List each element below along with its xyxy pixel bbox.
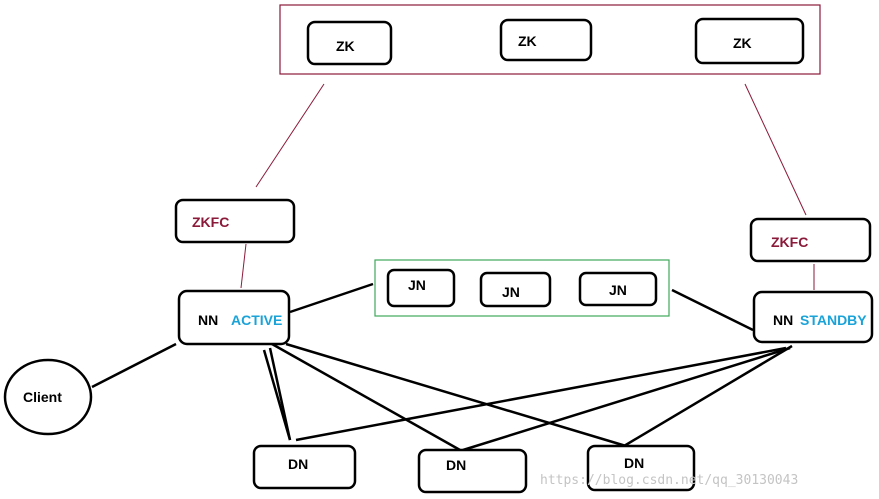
journalnode-cluster-border [374,259,670,317]
zk-node-label: ZK [733,35,752,51]
connector-client-nn-active [91,342,177,389]
journalnode-cluster: JN JN JN [374,259,670,317]
zk-node: ZK [694,17,805,65]
connector-standby-dn2 [462,346,791,452]
jn-node-label: JN [609,282,627,298]
client-label: Client [23,389,62,405]
jn-node: JN [479,271,552,308]
datanode: DN [586,444,696,492]
zookeeper-cluster: ZK ZK ZK [279,4,821,75]
jn-node: JN [578,271,658,307]
namenode-active-prefix: NN [198,312,218,328]
connector-zkfc-nn-left [240,243,247,289]
zk-node: ZK [499,18,593,62]
jn-node: JN [386,268,456,308]
namenode-active: NN ACTIVE [177,289,291,346]
zk-node-label: ZK [336,38,355,54]
connector-active-dn2 [271,342,461,452]
zk-node: ZK [306,20,393,66]
datanode-label: DN [624,455,644,471]
watermark: https://blog.csdn.net/qq_30130043 [540,473,798,488]
datanode-label: DN [288,456,308,472]
zkfc-right: ZKFC [749,217,872,263]
namenode-standby-prefix: NN [773,312,793,328]
zk-node-label: ZK [518,33,537,49]
connector-zk-zkfc-right [744,83,807,216]
connector-zk-zkfc-left [255,83,325,188]
namenode-active-state: ACTIVE [231,312,282,328]
connector-standby-dn1 [295,346,787,442]
datanode-label: DN [446,457,466,473]
zkfc-left-label: ZKFC [192,214,229,230]
connector-active-dn3 [285,342,627,448]
connector-nn-active-jn [289,282,374,314]
client-node: Client [3,358,93,436]
connector-standby-dn3 [623,344,793,448]
namenode-standby-state: STANDBY [800,312,867,328]
jn-node-label: JN [408,277,426,293]
namenode-standby: NN STANDBY [752,290,874,344]
connector-jn-nn-standby [671,288,754,332]
connector-active-dn1-b [268,347,292,441]
zkfc-left: ZKFC [174,198,296,244]
datanode: DN [252,444,357,490]
connectors [91,83,815,452]
zkfc-right-label: ZKFC [771,234,808,250]
jn-node-label: JN [502,284,520,300]
datanode: DN [417,448,528,494]
zookeeper-cluster-border [279,4,821,75]
